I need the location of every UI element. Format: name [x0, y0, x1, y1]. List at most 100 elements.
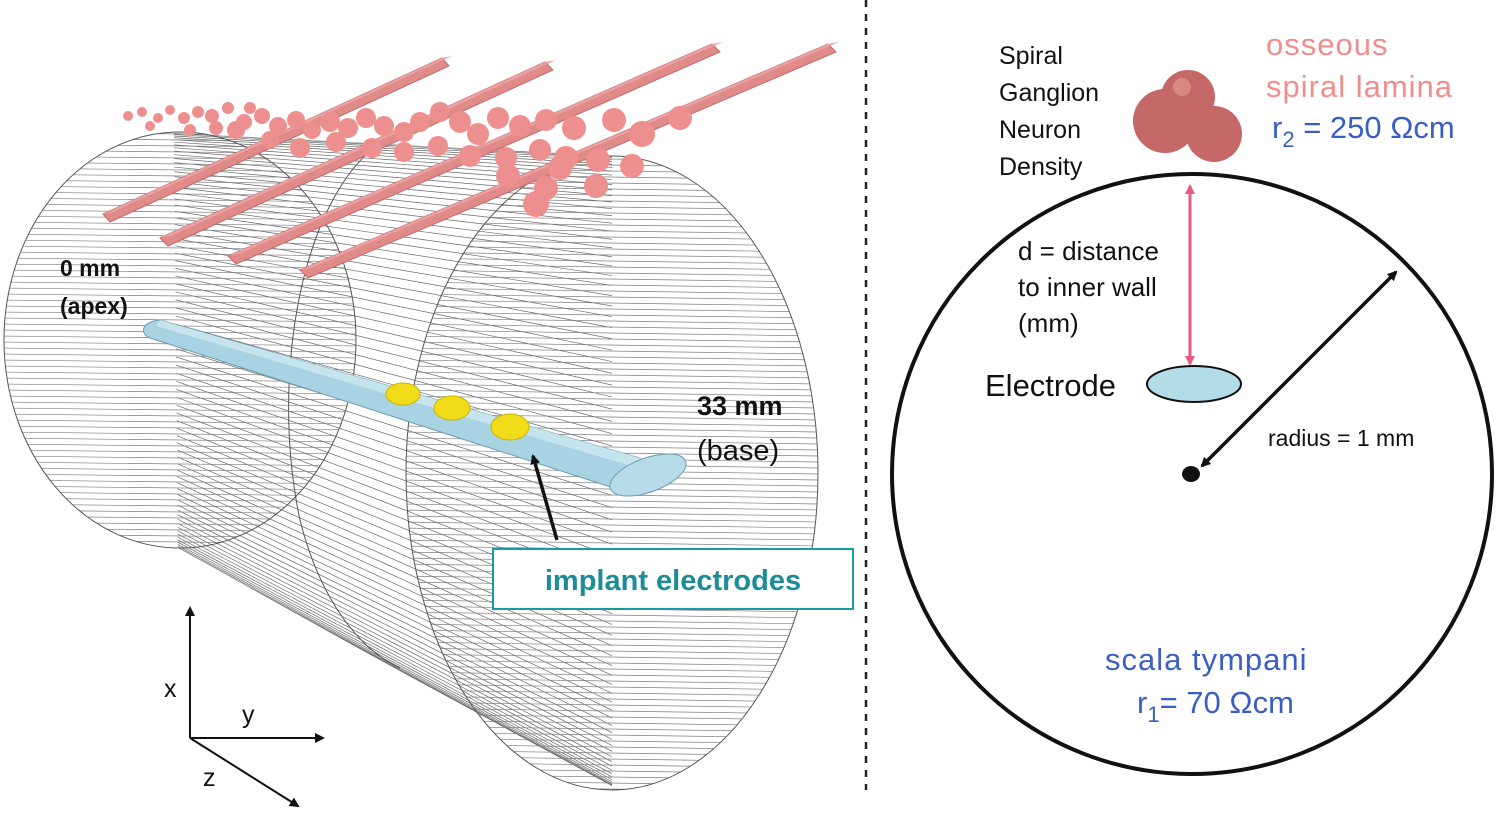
neuron-sphere: [153, 113, 163, 123]
neuron-sphere: [145, 121, 155, 131]
center-point: [1182, 466, 1200, 482]
neuron-sphere: [261, 131, 279, 149]
apex-end-outline: [3, 131, 357, 549]
neuron-sphere: [586, 148, 610, 172]
base-label: (base): [697, 435, 779, 467]
neuron-sphere: [178, 112, 190, 124]
neuron-sphere: [562, 116, 586, 140]
neuron-sphere: [165, 105, 175, 115]
neuron-sphere: [290, 138, 310, 158]
neuron-sphere: [356, 108, 376, 128]
neuron-sphere: [227, 121, 245, 139]
implant-label-box: [492, 548, 854, 610]
sgn-label-line-2: Ganglion: [999, 79, 1099, 107]
fiber-2: [159, 61, 554, 247]
sgn-cell-2: [1133, 89, 1197, 153]
osseous-label-line-1: osseous: [1266, 27, 1388, 62]
neuron-sphere: [374, 116, 394, 136]
base-end-outline: [405, 155, 819, 791]
neuron-sphere: [509, 115, 531, 137]
neuron-sphere: [222, 102, 234, 114]
neuron-sphere: [523, 191, 549, 217]
neuron-sphere: [326, 132, 346, 152]
neuron-sphere: [487, 107, 509, 129]
neuron-sphere: [430, 102, 450, 122]
spiral-ganglion-neurons: [123, 102, 692, 217]
neuron-sphere: [548, 156, 572, 180]
neuron-sphere: [394, 142, 414, 162]
x-axis-label: x: [164, 675, 177, 703]
neuron-sphere: [269, 117, 287, 135]
r2-resistivity: r2 = 250 Ωcm: [1272, 110, 1455, 152]
r1-value: = 70 Ωcm: [1160, 685, 1294, 720]
neuron-sphere: [184, 124, 196, 136]
sgn-cell-highlight: [1173, 78, 1191, 96]
electrode-carrier: [142, 319, 653, 493]
r1-symbol: r: [1137, 685, 1147, 720]
distance-label-line-3: (mm): [1018, 308, 1079, 338]
scala-tympani-cross-section: [890, 172, 1494, 776]
neuron-sphere: [362, 138, 382, 158]
z-axis: [189, 737, 300, 808]
sgn-cell-3: [1186, 106, 1242, 162]
neuron-sphere: [192, 106, 204, 118]
neuron-sphere: [584, 174, 608, 198]
z-axis-label: z: [203, 764, 216, 792]
fiber-1-top: [103, 56, 452, 214]
scala-label: scala tympani: [1105, 642, 1308, 677]
neuron-sphere: [449, 111, 471, 133]
neuron-sphere: [602, 108, 626, 132]
neuron-sphere: [287, 111, 305, 129]
neuron-sphere: [495, 147, 517, 169]
neuron-sphere: [428, 136, 448, 156]
neuron-sphere: [254, 108, 270, 124]
distance-label-line-2: to inner wall: [1018, 272, 1157, 302]
apex-mm-label: 0 mm: [60, 255, 120, 281]
neuron-sphere: [244, 102, 256, 114]
sgn-label-line-1: Spiral: [999, 42, 1063, 70]
r1-subscript: 1: [1147, 702, 1159, 727]
neuron-sphere: [668, 106, 692, 130]
radius-arrow: [1200, 270, 1398, 468]
neuron-sphere: [123, 111, 133, 121]
electrode-tip: [609, 453, 687, 497]
neuron-sphere: [629, 121, 655, 147]
base-mm-label: 33 mm: [697, 391, 783, 421]
neuron-sphere: [410, 112, 430, 132]
neuron-sphere: [620, 154, 644, 178]
electrode-contact-1: [385, 382, 421, 406]
r2-value: = 250 Ωcm: [1295, 110, 1455, 145]
neuron-sphere: [303, 121, 321, 139]
sgn-label-line-3: Neuron: [999, 116, 1081, 144]
implant-pointer-arrow: [530, 454, 559, 541]
mid-section-outline: [288, 142, 401, 669]
neuron-sphere: [496, 164, 520, 188]
electrode-cross-section: [1146, 365, 1242, 403]
r2-subscript: 2: [1282, 127, 1294, 152]
neuron-sphere: [459, 145, 481, 167]
electrode-contact-2: [433, 395, 471, 421]
neuron-sphere: [529, 139, 551, 161]
electrode-array: [142, 319, 687, 497]
neuron-sphere: [467, 123, 489, 145]
radius-label: radius = 1 mm: [1268, 425, 1414, 451]
neuron-sphere: [205, 109, 219, 123]
r1-resistivity: r1= 70 Ωcm: [1137, 685, 1294, 727]
neuron-sphere: [209, 121, 223, 135]
coordinate-axes: [185, 606, 325, 808]
neuron-sphere: [137, 107, 147, 117]
r2-symbol: r: [1272, 110, 1282, 145]
electrode-contact-3: [490, 413, 530, 441]
fiber-2-top: [160, 60, 556, 238]
osseous-label-line-2: spiral lamina: [1266, 69, 1453, 104]
apex-label: (apex): [60, 293, 128, 319]
sgn-label-line-4: Density: [999, 153, 1083, 181]
electrode-label: Electrode: [985, 368, 1116, 403]
neuron-sphere: [394, 122, 414, 142]
sgn-cluster: [1133, 70, 1242, 162]
neuron-sphere: [535, 109, 557, 131]
y-axis-label: y: [242, 701, 255, 729]
neuron-sphere: [338, 118, 358, 138]
distance-label-line-1: d = distance: [1018, 236, 1159, 266]
